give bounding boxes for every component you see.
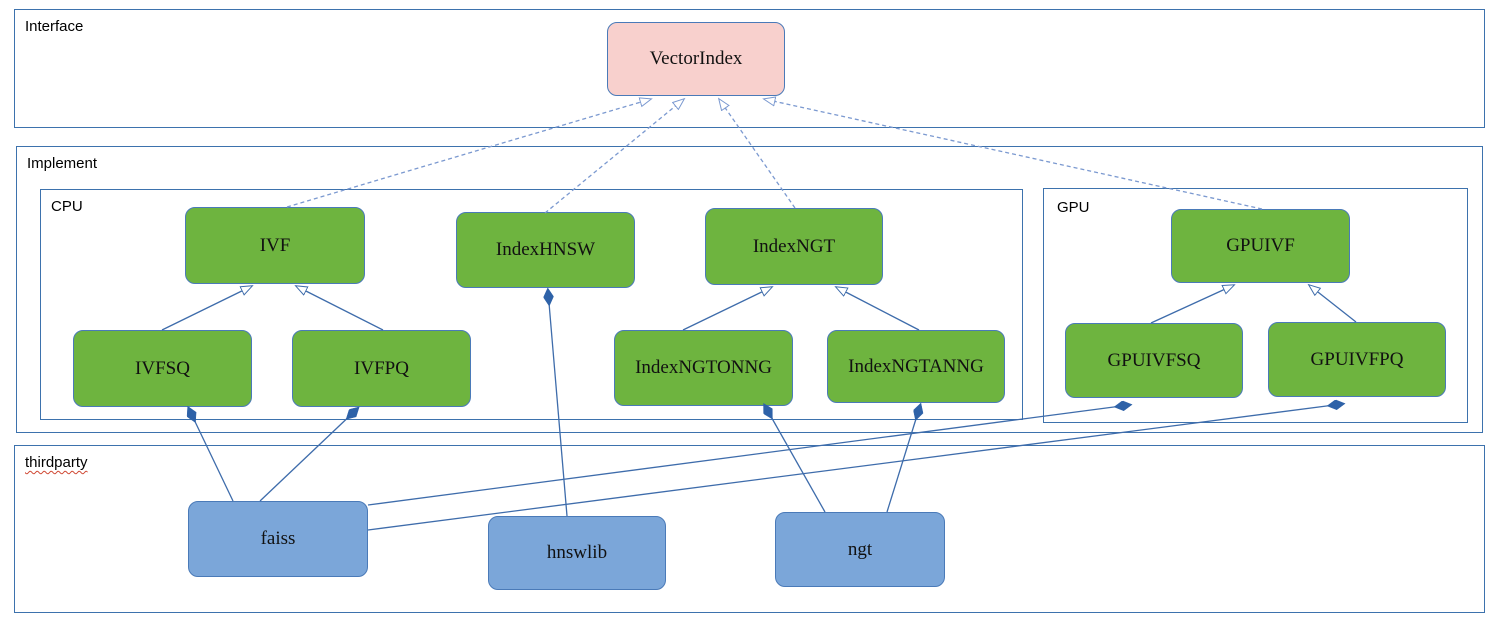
node-indexhnsw-label: IndexHNSW xyxy=(495,239,596,260)
node-indexngt[interactable]: IndexNGT xyxy=(705,208,883,285)
node-ngt-label: ngt xyxy=(847,538,873,560)
container-cpu[interactable]: CPU xyxy=(40,189,1023,420)
container-implement[interactable]: Implement xyxy=(16,146,1483,433)
node-ngt[interactable]: ngt xyxy=(775,512,945,587)
edge-faiss-ivfpq[interactable] xyxy=(259,409,357,502)
node-gpuivfsq-label: GPUIVFSQ xyxy=(1107,349,1201,371)
node-hnswlib[interactable]: hnswlib xyxy=(488,516,666,590)
node-indexngtonng-label: IndexNGTONNG xyxy=(635,357,772,378)
node-faiss[interactable]: faiss xyxy=(188,501,368,577)
node-indexngtanng-label: IndexNGTANNG xyxy=(848,355,984,377)
node-ivfsq-label: IVFSQ xyxy=(135,357,190,379)
edge-ivfpq-ivf[interactable] xyxy=(296,286,384,331)
node-gpuivfpq[interactable]: GPUIVFPQ xyxy=(1268,322,1446,397)
edge-ngt-indexngtanng[interactable] xyxy=(886,406,920,513)
node-ivfpq[interactable]: IVFPQ xyxy=(292,330,471,407)
edge-hnswlib-indexhnsw[interactable] xyxy=(548,291,568,517)
edge-faiss-gpuivfsq[interactable] xyxy=(367,405,1129,506)
node-indexngt-label: IndexNGT xyxy=(752,235,836,257)
edge-indexhnsw-vectorindex[interactable] xyxy=(544,99,684,214)
node-ivf[interactable]: IVF xyxy=(185,207,365,284)
node-indexngtonng[interactable]: IndexNGTONNG xyxy=(614,330,793,406)
node-faiss-label: faiss xyxy=(260,528,296,549)
node-indexngtanng[interactable]: IndexNGTANNG xyxy=(827,330,1005,403)
node-ivf-label: IVF xyxy=(259,234,291,256)
node-gpuivfpq-label: GPUIVFPQ xyxy=(1310,348,1404,370)
container-gpu-label: GPU xyxy=(1057,199,1090,216)
container-gpu[interactable]: GPU xyxy=(1043,188,1468,423)
node-vectorindex[interactable]: VectorIndex xyxy=(607,22,785,96)
edge-ivfsq-ivf[interactable] xyxy=(161,286,252,331)
node-gpuivf-label: GPUIVF xyxy=(1226,235,1295,256)
container-interface-label: Interface xyxy=(25,18,84,35)
edge-faiss-gpuivfpq[interactable] xyxy=(367,404,1342,531)
node-gpuivfsq[interactable]: GPUIVFSQ xyxy=(1065,323,1243,398)
edge-ivf-vectorindex[interactable] xyxy=(286,99,651,208)
edge-ngt-indexngtonng[interactable] xyxy=(765,406,826,513)
node-ivfsq[interactable]: IVFSQ xyxy=(73,330,252,407)
edge-indexngtanng-indexngt[interactable] xyxy=(836,287,920,331)
node-gpuivf[interactable]: GPUIVF xyxy=(1171,209,1350,283)
container-cpu-label: CPU xyxy=(51,198,83,215)
node-vectorindex-label: VectorIndex xyxy=(649,48,743,69)
container-thirdparty-label: thirdparty xyxy=(25,454,88,471)
edge-gpuivfsq-gpuivf[interactable] xyxy=(1150,285,1234,324)
edge-gpuivfpq-gpuivf[interactable] xyxy=(1309,285,1357,323)
edge-indexngtonng-indexngt[interactable] xyxy=(682,287,772,331)
edge-faiss-ivfsq[interactable] xyxy=(189,409,234,502)
edge-gpuivf-vectorindex[interactable] xyxy=(764,99,1263,210)
container-implement-label: Implement xyxy=(27,155,98,172)
node-hnswlib-label: hnswlib xyxy=(546,542,608,563)
container-interface[interactable]: Interface xyxy=(14,9,1485,128)
edge-indexngt-vectorindex[interactable] xyxy=(719,99,796,209)
container-thirdparty[interactable]: thirdparty xyxy=(14,445,1485,613)
node-ivfpq-label: IVFPQ xyxy=(354,357,409,379)
